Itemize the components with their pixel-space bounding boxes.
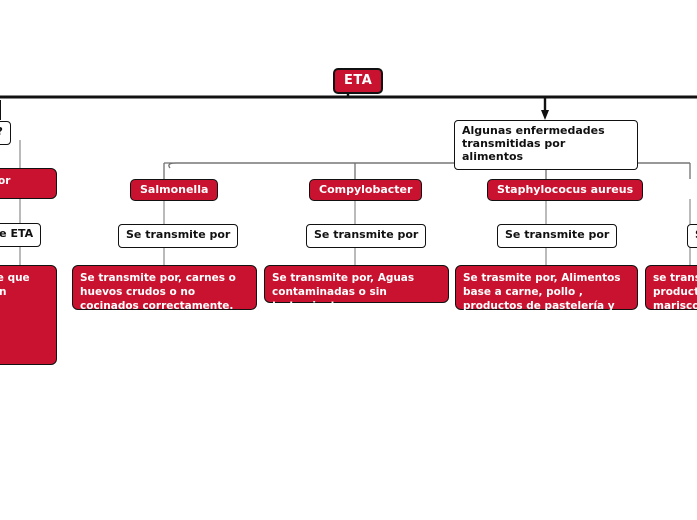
connector-label-branch-four[interactable]: S [687, 224, 697, 248]
detail-branch-four[interactable]: se transm productos mariscos [645, 265, 697, 312]
detail-salmonella[interactable]: Se transmite por, carnes o huevos crudos… [72, 265, 257, 312]
connector-label-staphylococus[interactable]: Se transmite por [497, 224, 618, 248]
node-salmonella[interactable]: Salmonella [130, 179, 219, 201]
node-left-question[interactable]: A? [0, 121, 11, 145]
node-compylobacter[interactable]: Compylobacter [309, 179, 423, 201]
detail-compylobacter[interactable]: Se transmite por, Aguas contaminadas o s… [264, 265, 449, 312]
connector-label-compylobacter[interactable]: Se transmite por [306, 224, 427, 248]
connector-label-salmonella[interactable]: Se transmite por [118, 224, 239, 248]
root-node-eta[interactable]: ETA [333, 68, 384, 94]
node-left-causes[interactable]: das por [0, 168, 57, 199]
node-left-symptoms[interactable]: e de ETA [0, 223, 42, 247]
node-left-detail[interactable]: nte de que sentan ante de un álisis n al… [0, 265, 57, 365]
node-algunas-enfermedades[interactable]: Algunas enfermedades transmitidas por al… [454, 120, 638, 170]
detail-staphylococus[interactable]: Se trasmite por, Alimentos base a carne,… [455, 265, 638, 326]
node-staphylococus-aureus[interactable]: Staphylococus aureus [487, 179, 644, 201]
